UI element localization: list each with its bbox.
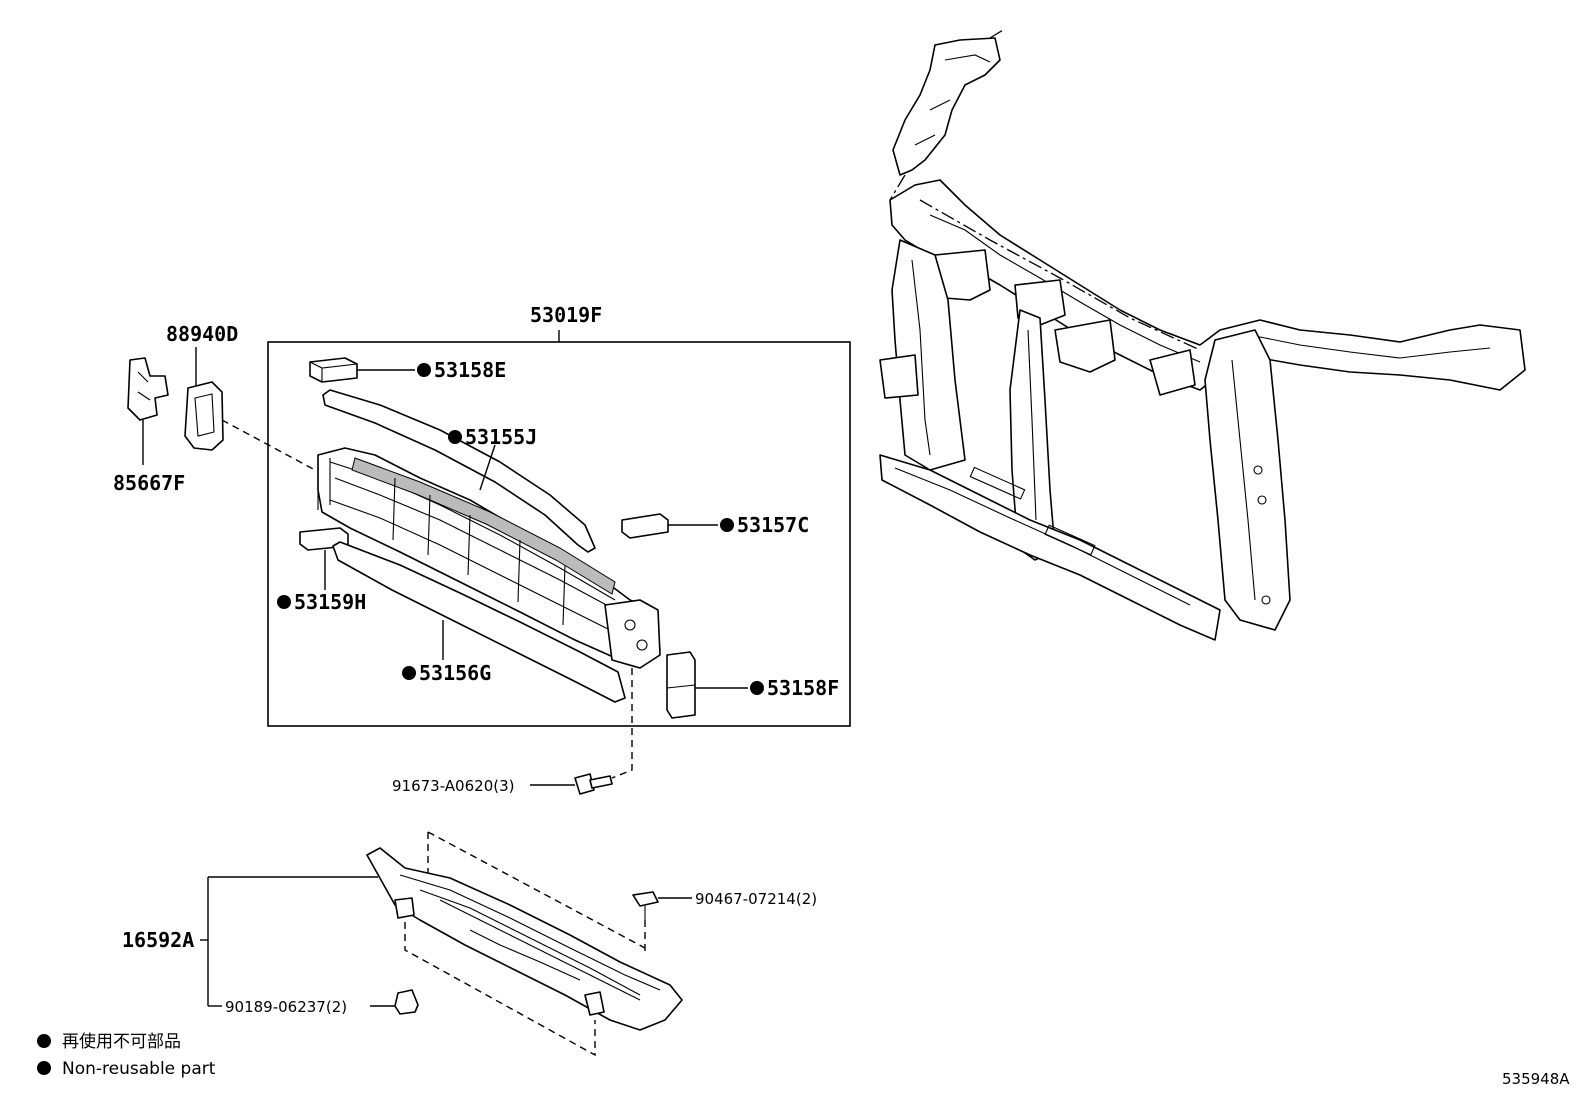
callout-53157C: 53157C — [737, 513, 809, 537]
callout-91673-A0620: 91673-A0620(3) — [392, 777, 514, 795]
callout-53156G: 53156G — [419, 661, 491, 685]
callout-88940D: 88940D — [166, 322, 238, 346]
legend: 再使用不可部品 Non-reusable part — [37, 1031, 216, 1079]
part-bolt: 91673-A0620(3) — [392, 668, 633, 795]
radiator-support-upper-panel — [317, 447, 661, 669]
part-fastener: 90189-06237(2) — [225, 989, 419, 1016]
part-16592A: 16592A — [122, 831, 683, 1057]
non-reusable-dot — [750, 681, 764, 695]
part-53158E: 53158E — [309, 357, 506, 383]
non-reusable-dot — [277, 595, 291, 609]
legend-english: Non-reusable part — [62, 1059, 216, 1079]
part-clip: 90467-07214(2) — [632, 890, 817, 955]
callout-53159H: 53159H — [294, 590, 366, 614]
legend-dot — [37, 1061, 51, 1075]
non-reusable-dot — [448, 430, 462, 444]
legend-japanese: 再使用不可部品 — [62, 1031, 181, 1052]
callout-53019F: 53019F — [530, 303, 602, 327]
callout-16592A: 16592A — [122, 928, 194, 952]
assembly-box: 53019F — [267, 303, 851, 727]
part-85667F: 85667F — [113, 357, 185, 495]
part-53158F: 53158F — [666, 651, 839, 719]
part-53156G: 53156G — [332, 541, 626, 703]
callout-53158F: 53158F — [767, 676, 839, 700]
diagram-code: 535948A — [1502, 1070, 1570, 1088]
part-88940D: 88940D — [166, 322, 316, 471]
part-53155J: 53155J — [322, 389, 596, 553]
non-reusable-dot — [402, 666, 416, 680]
callout-53158E: 53158E — [434, 358, 506, 382]
callout-90189-06237: 90189-06237(2) — [225, 998, 347, 1016]
non-reusable-dot — [720, 518, 734, 532]
part-53159H: 53159H — [277, 527, 366, 614]
non-reusable-dot — [417, 363, 431, 377]
callout-53155J: 53155J — [465, 425, 537, 449]
radiator-support-drawing — [879, 29, 1526, 641]
legend-dot — [37, 1034, 51, 1048]
part-53157C: 53157C — [621, 513, 809, 539]
callout-85667F: 85667F — [113, 471, 185, 495]
callout-90467-07214: 90467-07214(2) — [695, 890, 817, 908]
